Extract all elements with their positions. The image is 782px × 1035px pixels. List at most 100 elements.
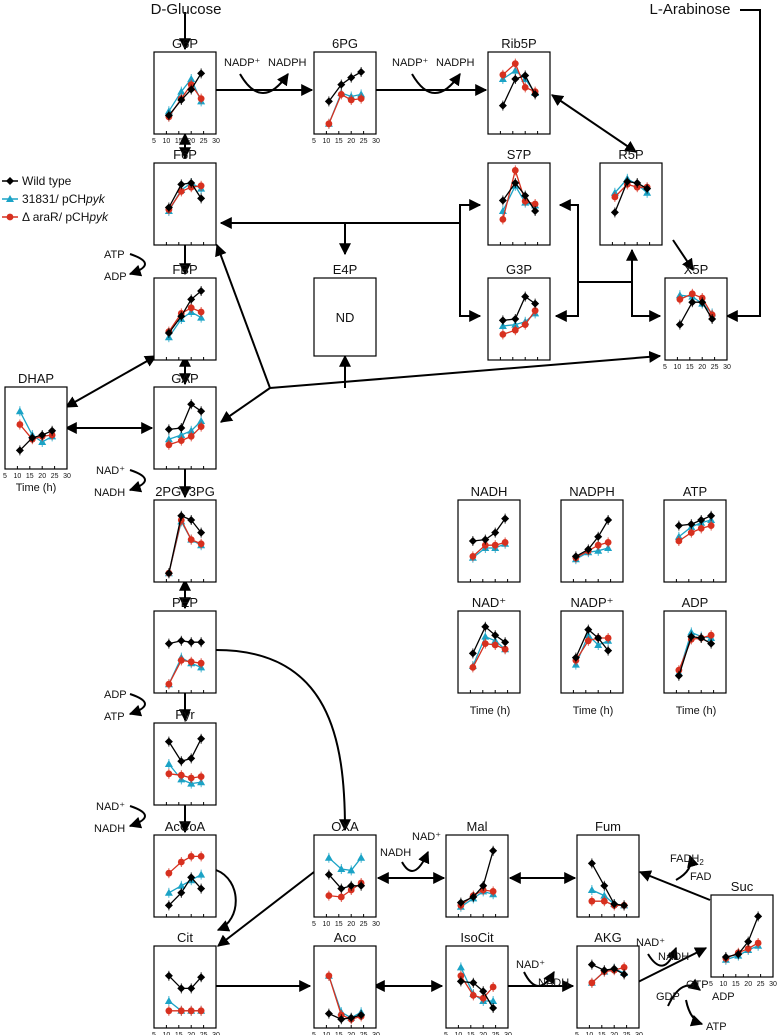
data-point-r — [489, 983, 497, 991]
x-tick-label: 5 — [663, 364, 667, 371]
arrow-g3p-s7p — [554, 199, 579, 322]
panel-title-pg: 2PG+3PG — [155, 484, 215, 499]
data-point-r — [499, 216, 507, 223]
series-line-wt — [328, 1013, 362, 1020]
series-line-r — [575, 541, 609, 559]
x-tick-label: 20 — [698, 364, 706, 371]
series-line-wt — [168, 876, 202, 906]
data-point-wt — [187, 516, 196, 524]
cofactor-nadh-isocit: NADH — [538, 977, 569, 989]
series-line-r — [328, 93, 362, 125]
legend-label-wt: Wild type — [22, 174, 72, 188]
panel-box-x5p — [664, 277, 728, 361]
data-point-c — [456, 963, 465, 971]
panel-title-pep: PEP — [172, 595, 198, 610]
data-point-r — [469, 992, 477, 999]
data-point-r — [491, 641, 499, 649]
panel-fum: Fum — [576, 819, 640, 918]
data-point-c — [604, 544, 613, 551]
panel-title-gap: GAP — [171, 371, 198, 386]
data-point-wt — [643, 184, 652, 193]
data-point-c — [177, 881, 186, 889]
data-point-wt — [177, 888, 186, 897]
data-point-r — [697, 525, 705, 532]
series-line-wt — [502, 295, 536, 322]
data-point-r — [611, 193, 619, 201]
panel-title-nadph: NADPH — [569, 484, 615, 499]
data-point-r — [197, 853, 205, 860]
x-tick-label: 10 — [323, 921, 331, 928]
x-tick-label: 15 — [175, 1032, 183, 1035]
substrate-arabinose: L-Arabinose — [650, 1, 731, 18]
series-line-c — [678, 631, 712, 674]
series-line-r — [168, 855, 202, 874]
x-tick-label: 30 — [63, 473, 71, 480]
data-point-wt — [754, 912, 763, 921]
data-point-wt — [610, 964, 619, 973]
panel-cit: Cit51015202530 — [152, 930, 220, 1035]
curve-atp-fbp — [128, 253, 146, 277]
series-line-wt — [472, 518, 506, 542]
panel-box-oxa — [313, 834, 377, 918]
data-point-r — [489, 888, 497, 895]
panel-box-accoa — [153, 834, 217, 918]
data-point-wt — [721, 953, 730, 961]
data-point-wt — [498, 196, 507, 205]
data-point-wt — [521, 191, 530, 200]
series-line-wt — [725, 916, 759, 958]
data-point-wt — [491, 631, 500, 640]
panel-title-f6p: F6P — [173, 147, 197, 162]
panel-gap: GAP — [153, 371, 217, 470]
data-point-r — [588, 979, 596, 987]
data-point-r — [469, 553, 477, 560]
panel-akg: AKG51015202530 — [575, 930, 643, 1035]
x-tick-label: 15 — [598, 1032, 606, 1035]
series-line-r — [168, 659, 202, 685]
x-tick-label: 25 — [360, 1032, 368, 1035]
panel-box-adp — [663, 610, 727, 694]
data-point-wt — [511, 315, 520, 323]
panel-g3p: G3P — [487, 262, 551, 361]
x-tick-label: 20 — [347, 1032, 355, 1035]
data-point-r — [521, 84, 529, 91]
data-point-wt — [164, 737, 173, 746]
data-point-wt — [164, 203, 173, 212]
data-point-c — [197, 313, 206, 321]
arrow-branch-s7p — [459, 199, 482, 223]
data-point-wt — [357, 881, 366, 890]
panel-atp: ATP — [663, 484, 727, 583]
data-point-r — [197, 659, 205, 667]
data-point-wt — [456, 977, 465, 986]
cofactor-nadp-2: NADP⁺ — [392, 57, 429, 69]
data-point-wt — [177, 312, 186, 321]
arrow-hub-f6p — [215, 243, 271, 389]
x-tick-label: 20 — [610, 1032, 618, 1035]
data-point-c — [197, 417, 206, 424]
data-point-r — [337, 91, 345, 98]
data-point-r — [197, 308, 205, 316]
legend-marker-c — [6, 195, 14, 202]
series-line-r — [502, 62, 536, 93]
panel-title-accoa: AcCoA — [165, 819, 206, 834]
data-point-wt — [347, 1013, 356, 1022]
data-point-wt — [734, 950, 743, 959]
panel-title-pyr: Pyr — [175, 707, 195, 722]
data-point-wt — [584, 625, 593, 634]
legend-label-c: 31831/ pCHpyk — [22, 192, 106, 206]
data-point-r — [481, 541, 489, 549]
series-line-r — [168, 773, 202, 779]
data-point-r — [177, 858, 185, 866]
data-point-wt — [177, 424, 186, 432]
data-point-wt — [177, 511, 186, 520]
data-point-wt — [571, 653, 580, 662]
series-line-r — [591, 966, 625, 984]
x-tick-label: 30 — [635, 1032, 643, 1035]
data-point-wt — [587, 960, 596, 969]
data-point-wt — [324, 1009, 333, 1018]
cofactor-nadh-gap: NADH — [94, 487, 125, 499]
e4p-panel: E4P ND — [313, 262, 377, 357]
panel-box-r5p — [599, 162, 663, 246]
series-line-r — [168, 426, 202, 446]
